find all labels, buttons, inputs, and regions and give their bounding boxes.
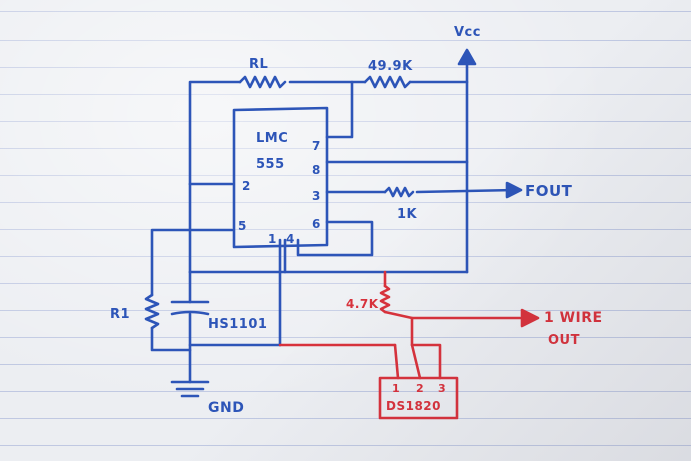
ic-name-line2: 555 — [256, 157, 285, 172]
lmc555-chip — [232, 106, 329, 249]
wire-out-line1: 1 WIRE — [544, 310, 603, 326]
ds-pin3-label: 3 — [438, 382, 446, 395]
ds-pin1-label: 1 — [392, 382, 400, 395]
rl-resistor — [238, 75, 287, 89]
fout-arrow — [505, 181, 523, 199]
ds1820-chip — [378, 376, 459, 420]
r2-value-label: 49.9K — [368, 59, 413, 74]
r1-resistor — [144, 293, 160, 330]
pin6-label: 6 — [312, 217, 321, 231]
vcc-label: Vcc — [454, 25, 481, 40]
pin5-label: 5 — [238, 219, 247, 233]
pin4-label: 4 — [286, 232, 295, 246]
pin8-label: 8 — [312, 163, 321, 177]
gnd-symbol — [170, 380, 210, 398]
ds-pin2-label: 2 — [416, 382, 424, 395]
r1-label: R1 — [110, 307, 130, 322]
pullup-label: 4.7K — [346, 297, 379, 311]
wire-out-arrow — [520, 308, 540, 328]
onewire-wires — [278, 270, 540, 420]
hs1101-plate-bottom — [170, 310, 210, 316]
wire-out-line2: OUT — [548, 333, 580, 348]
pin2-label: 2 — [242, 179, 251, 193]
circuit-wires — [144, 48, 523, 398]
pin3-label: 3 — [312, 189, 321, 203]
ds1820-label: DS1820 — [386, 399, 441, 413]
hs1101-label: HS1101 — [208, 317, 267, 332]
r2-resistor — [363, 75, 412, 89]
pin1-label: 1 — [268, 232, 277, 246]
pin7-label: 7 — [312, 139, 321, 153]
pullup-resistor — [379, 284, 391, 314]
r1k-label: 1K — [397, 207, 418, 222]
fout-label: FOUT — [525, 182, 573, 200]
vcc-arrow — [457, 48, 477, 66]
ic-name-line1: LMC — [256, 131, 288, 146]
gnd-label: GND — [208, 400, 244, 416]
rl-label: RL — [249, 57, 268, 72]
r1k-resistor — [383, 186, 415, 198]
